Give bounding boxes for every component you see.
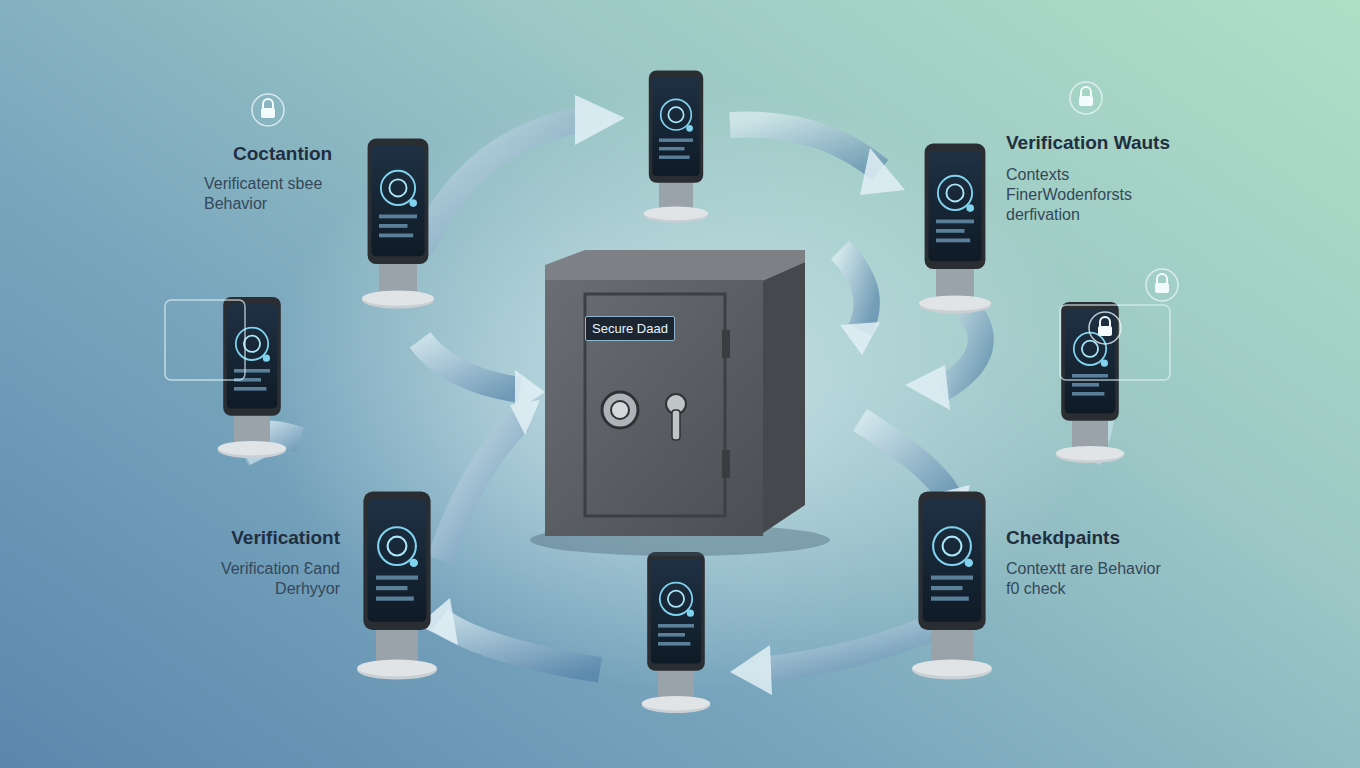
section-heading: Chekdpaints xyxy=(1006,527,1120,549)
section-text: Contextt are Behavior f0 check xyxy=(1006,559,1176,599)
section-heading: Verificationt xyxy=(231,527,340,549)
section-text: Contexts FinerWodenforsts derfivation xyxy=(1006,165,1156,225)
safe-label-plate: Secure Daad xyxy=(585,316,675,341)
section-text: Verification Ɛand Derhyyor xyxy=(200,559,340,599)
section-text: Verificatent sbee Behavior xyxy=(204,174,354,214)
safe-label: Secure Daad xyxy=(585,316,675,341)
section-heading: Coctantion xyxy=(233,143,332,165)
section-heading: Verification Wauts xyxy=(1006,132,1170,154)
